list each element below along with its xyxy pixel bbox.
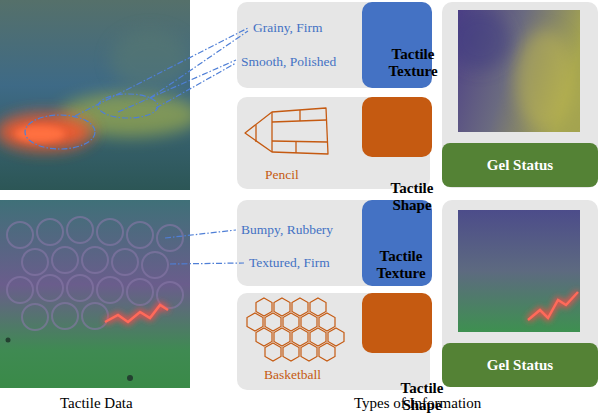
hex-cell (274, 298, 290, 316)
shape-box: Tactile Shape (362, 293, 432, 353)
leader-line (165, 230, 236, 238)
panel-text: Pencil (265, 167, 299, 183)
gel-panel (442, 2, 598, 188)
leader-line (150, 31, 248, 98)
gel-panel (442, 200, 598, 387)
hex-cell (328, 328, 344, 346)
region-outline (98, 94, 158, 118)
shape-box: Tactile Shape (362, 97, 432, 157)
texture-box: Tactile Texture (362, 2, 432, 88)
image-blob (0, 114, 93, 150)
panel-text: Grainy, Firm (253, 20, 323, 36)
bump-pattern (7, 217, 183, 330)
contact-mark (528, 292, 578, 320)
hex-cell (319, 313, 335, 331)
hex-cell (283, 313, 299, 331)
gel-status-box: Gel Status (442, 343, 598, 387)
pencil-line (272, 120, 326, 122)
hex-cell (292, 298, 308, 316)
hex-cell (283, 343, 299, 361)
panel-text: Basketball (264, 367, 321, 383)
box-title: Tactile Texture (370, 248, 432, 282)
pencil-line (255, 125, 256, 142)
tactile-image (0, 0, 190, 190)
panel-text: Textured, Firm (249, 255, 330, 271)
pencil-line (295, 142, 296, 153)
caption-label: Types of Information (354, 395, 481, 412)
basketball-shape (247, 298, 344, 361)
hex-cell (292, 328, 308, 346)
hex-cell (301, 313, 317, 331)
leader-line (118, 60, 236, 112)
tactile-image (0, 200, 190, 388)
leader-line (170, 263, 244, 264)
panel-text: Smooth, Polished (241, 54, 336, 70)
hex-cell (310, 298, 326, 316)
region-outline (25, 115, 95, 149)
image-dot (127, 375, 133, 381)
image-ground (0, 200, 190, 388)
contact-mark (528, 292, 578, 320)
contact-mark (105, 305, 168, 322)
hex-cell (301, 343, 317, 361)
caption-label: Tactile Data (60, 395, 133, 412)
gel-image (458, 10, 580, 132)
image-ground (458, 210, 580, 332)
shape-panel: Pencil Tactile Shape (237, 97, 430, 189)
hex-cell (319, 343, 335, 361)
box-title: Gel Status (487, 157, 553, 174)
hex-cell (265, 343, 281, 361)
box-title: Tactile Texture (382, 46, 444, 80)
box-title: Gel Status (487, 357, 553, 374)
panel-text: Bumpy, Rubbery (241, 222, 333, 238)
image-blob (515, 30, 575, 130)
leader-lines (25, 28, 248, 264)
pencil-shape (245, 108, 328, 154)
image-dot (6, 338, 11, 343)
texture-panel: Grainy, FirmSmooth, Polished Tactile Text… (237, 2, 430, 88)
image-ground (0, 0, 190, 190)
hex-cell (256, 298, 272, 316)
pencil-line (272, 141, 327, 142)
image-blob (15, 126, 65, 142)
leader-line (156, 63, 236, 108)
contact-mark (105, 305, 168, 322)
leader-line (75, 28, 248, 116)
image-blob (110, 30, 190, 90)
gel-status-box: Gel Status (442, 143, 598, 187)
image-blob (458, 10, 510, 70)
hex-cell (310, 328, 326, 346)
pencil-line (299, 110, 300, 121)
gel-image (458, 210, 580, 332)
hex-cell (265, 313, 281, 331)
shape-panel: Basketball Tactile Shape (237, 293, 430, 390)
hex-cell (274, 328, 290, 346)
pencil-line (271, 112, 272, 152)
hex-cell (247, 313, 263, 331)
box-title: Tactile Shape (381, 180, 443, 214)
hex-cell (256, 328, 272, 346)
pencil-outline (245, 108, 328, 154)
